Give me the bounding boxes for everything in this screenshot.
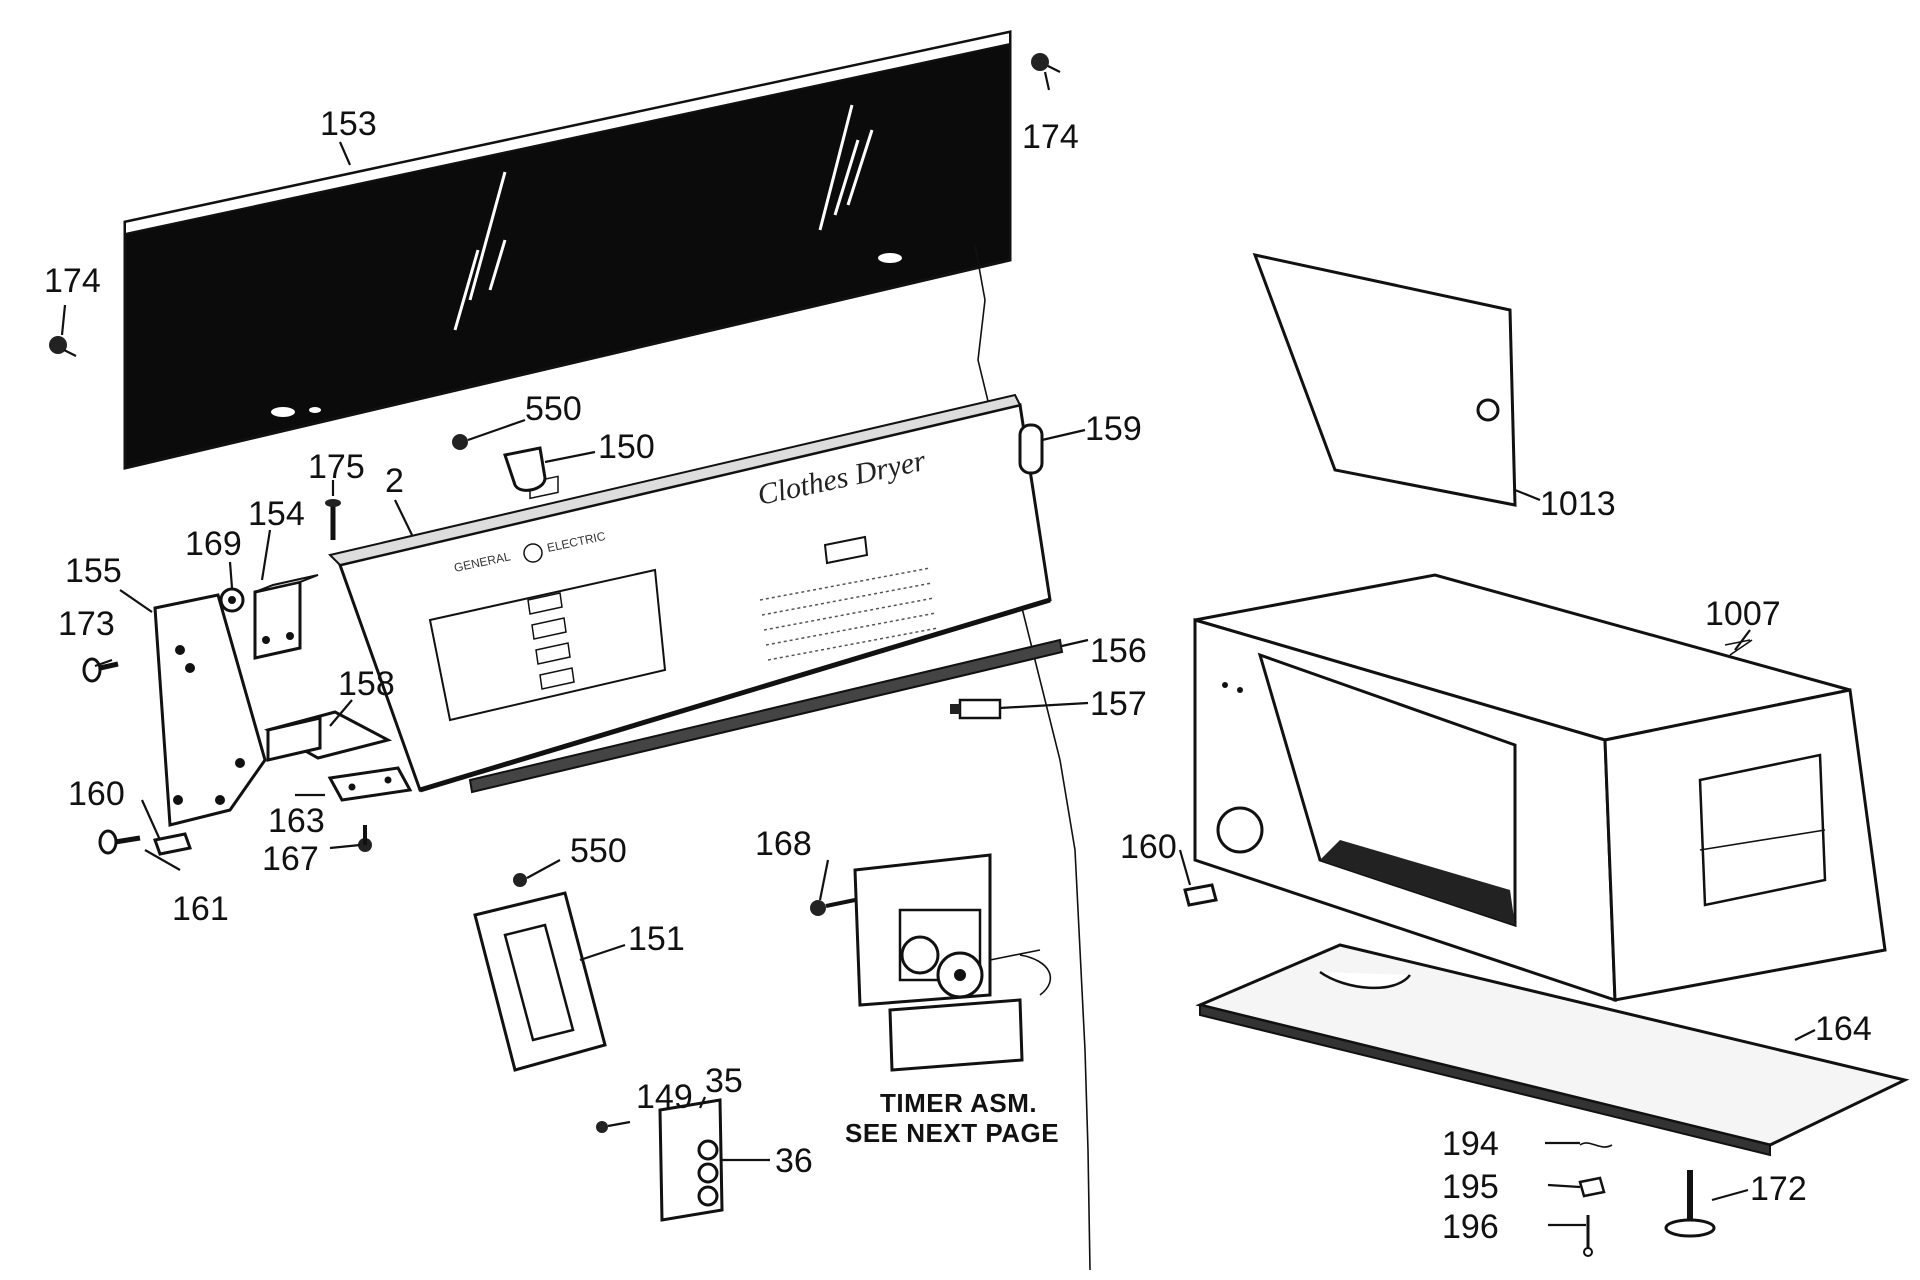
part-168-screw (810, 898, 856, 916)
leader-1007 (1734, 629, 1751, 651)
label-550-bottom: 550 (570, 832, 627, 870)
label-169: 169 (185, 525, 242, 563)
part-174-screw-left (49, 336, 77, 357)
label-550-top: 550 (525, 390, 582, 428)
label-163: 163 (268, 802, 325, 840)
part-550-nut-top (452, 418, 526, 450)
part-174-screw-right (1031, 53, 1061, 73)
label-168: 168 (755, 825, 812, 863)
label-151: 151 (628, 920, 685, 958)
label-160-right: 160 (1120, 828, 1177, 866)
label-174-left: 174 (44, 262, 101, 300)
part-172-leveling-leg (1664, 1170, 1749, 1238)
part-160-clip-left (153, 832, 192, 856)
part-1013-cover (1252, 252, 1541, 507)
part-156-strip (468, 638, 1089, 794)
label-2: 2 (385, 462, 404, 500)
part-155-side-plate (153, 593, 267, 827)
part-154-bracket (253, 574, 319, 660)
part-167-screw (358, 825, 372, 852)
label-159: 159 (1085, 410, 1142, 448)
label-35: 35 (705, 1062, 743, 1100)
label-156: 156 (1090, 632, 1147, 670)
panel-selector-buttons (527, 592, 575, 690)
part-151-plate (473, 891, 626, 1072)
label-154: 154 (248, 495, 305, 533)
label-161: 161 (172, 890, 229, 928)
label-160-left: 160 (68, 775, 125, 813)
label-164: 164 (1815, 1010, 1872, 1048)
part-550-screw-bottom (513, 859, 561, 887)
label-150: 150 (598, 428, 655, 466)
part-163-plate (327, 766, 413, 802)
part-164-base (1195, 943, 1910, 1157)
part-2-control-panel: GENERAL ELECTRIC Clothes Dryer (328, 393, 1052, 793)
label-174-right: 174 (1022, 118, 1079, 156)
leader-lines (60, 71, 1586, 1227)
label-149: 149 (636, 1078, 693, 1116)
label-196: 196 (1442, 1208, 1499, 1246)
part-157-switch (950, 698, 1089, 720)
timer-caption-line2: SEE NEXT PAGE (845, 1118, 1059, 1148)
label-36: 36 (775, 1142, 813, 1180)
label-175: 175 (308, 448, 365, 486)
part-160-clip-right (1183, 883, 1218, 907)
part-169-bushing (219, 587, 245, 613)
label-167: 167 (262, 840, 319, 878)
part-175-screw (325, 499, 341, 540)
label-194: 194 (1442, 1125, 1499, 1163)
label-172: 172 (1750, 1170, 1807, 1208)
label-173: 173 (58, 605, 115, 643)
part-35-36-switch (658, 1098, 770, 1222)
label-157: 157 (1090, 685, 1147, 723)
label-158: 158 (338, 665, 395, 703)
part-194-spring (1579, 1142, 1613, 1148)
timer-assembly (853, 853, 1052, 1072)
part-195-clip (1578, 1176, 1606, 1198)
part-159-clip (1018, 423, 1086, 475)
label-1007: 1007 (1705, 595, 1781, 633)
part-1007-cabinet (1193, 573, 1887, 1003)
part-158-bracket (264, 710, 393, 762)
break-line (974, 244, 1091, 1271)
label-195: 195 (1442, 1168, 1499, 1206)
part-153-glass-panel (123, 30, 1012, 470)
timer-caption-line1: TIMER ASM. (880, 1088, 1037, 1118)
part-149-screw (596, 1120, 631, 1133)
label-153: 153 (320, 105, 377, 143)
part-173-screw (82, 657, 119, 683)
label-1013: 1013 (1540, 485, 1616, 523)
part-150-bracket (503, 446, 596, 492)
part-196-pin (1583, 1215, 1593, 1257)
label-155: 155 (65, 552, 122, 590)
part-161-screw (98, 829, 141, 855)
